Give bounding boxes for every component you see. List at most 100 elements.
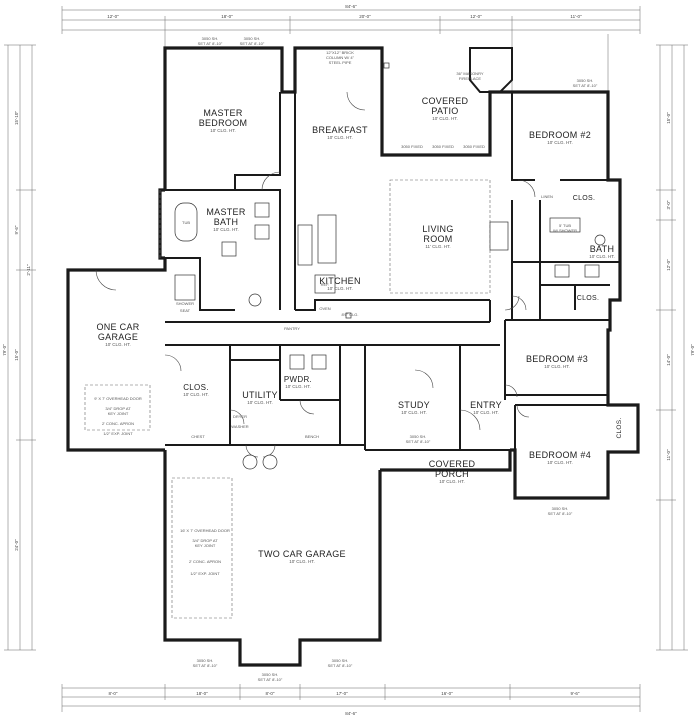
covered-porch-label-1: COVERED [429,459,476,469]
utility-ceiling: 10' CLG. HT. [247,400,273,405]
left-dim-4: 15'-0" [14,349,19,361]
hearth-icon [489,221,509,251]
garage-joint-two-note-2: KEY JOINT [195,543,216,548]
window-note-2: 3050 SH. [244,36,261,41]
right-dim-3: 12'-0" [666,259,671,271]
column-icon [383,62,390,69]
left-dim-5: 24'-0" [14,539,19,551]
powder-label: PWDR. [284,375,312,384]
closet-main-ceiling: 10' CLG. HT. [183,392,209,397]
bench-note: BENCH [305,434,319,439]
washer-note: WASHER [231,424,249,429]
covered-patio-label-2: PATIO [431,106,458,116]
bath-label: BATH [590,244,615,254]
one-car-garage-ceiling: 10' CLG. HT. [105,342,131,347]
overall-width-label: 84'-6" [345,4,357,9]
dimension-lines [4,6,688,712]
window-note-8: 3050 SH. [332,658,349,663]
bottom-dim-5: 16'-0" [441,691,453,696]
sink-icon [584,264,600,278]
toilet-icon [594,234,606,246]
two-car-garage-ceiling: 10' CLG. HT. [289,559,315,564]
toilet-icon [248,293,262,307]
bedroom2-label: BEDROOM #2 [529,130,591,140]
fixed-note-1: 3050 FIXED [401,144,423,149]
one-car-garage-label-1: ONE CAR [96,322,139,332]
shower-icon [174,274,196,301]
dimension-labels: 84'-6" 12'-0" 18'-0" 20'-0" 12'-0" 11'-0… [2,4,695,716]
washer-icon [242,454,258,470]
closet-b2-label: CLOS. [573,195,596,202]
refrigerator-icon [314,274,336,294]
breakfast-ceiling: 10' CLG. HT. [327,135,353,140]
garage-apron-note: 2' CONC. APRON [102,421,134,426]
door-swings [95,91,536,458]
toilet-icon [289,354,305,370]
entry-label: ENTRY [470,400,502,410]
top-dim-2: 18'-0" [221,14,233,19]
fireplace-note-2: FIREPLACE [459,76,482,81]
sink-icon [554,264,570,278]
covered-patio-ceiling: 10' CLG. HT. [432,116,458,121]
living-room-label-2: ROOM [423,234,452,244]
window-set-note-4: SET AT 8'-10" [406,439,431,444]
shower-note: SHOWER [176,301,194,306]
sink-icon [311,354,327,370]
bedroom3-ceiling: 10' CLG. HT. [544,364,570,369]
garage-apron-two-note: 2' CONC. APRON [189,559,221,564]
sink-icon [254,224,270,240]
window-set-note-7: SET AT 8'-10" [258,677,283,682]
left-dim-3: 2'-11" [26,264,31,276]
master-bath-label-1: MASTER [206,207,246,217]
tub-shower-note-1: 5' TUB [559,223,571,228]
right-dim-4: 14'-0" [666,354,671,366]
fixed-note-2: 3050 FIXED [432,144,454,149]
patio-column-note-2: COLUMN W/ 4" [326,55,355,60]
window-note-4: 3050 SH. [410,434,427,439]
exterior-walls [66,46,640,667]
covered-porch-ceiling: 10' CLG. HT. [439,479,465,484]
window-set-note-8: SET AT 8'-10" [328,663,353,668]
covered-patio-label-1: COVERED [422,96,469,106]
closet-hall-label: CLOS. [577,295,600,302]
left-dim-2: 9'-6" [14,225,19,234]
bar-ceiling-note: 8'6" CLG. [341,312,358,317]
overall-depth-label-right: 79'-0" [690,344,695,356]
right-dim-2: 3'-0" [666,200,671,209]
closet-b4-label: CLOS. [616,417,623,438]
garage-door-two-note: 16' X 7' OVERHEAD DOOR [180,528,230,533]
bottom-dim-6: 9'-6" [571,691,580,696]
right-dim-5: 11'-0" [666,449,671,461]
toilet-icon [221,241,237,257]
master-bedroom-label-1: MASTER [203,108,243,118]
breakfast-label: BREAKFAST [312,125,368,135]
fixtures [174,62,606,470]
window-note-5: 3050 SH. [552,506,569,511]
fridge-note: REF. [321,282,330,287]
study-ceiling: 10' CLG. HT. [401,410,427,415]
window-set-note-6: SET AT 8'-10" [193,663,218,668]
bedroom2-ceiling: 10' CLG. HT. [547,140,573,145]
master-bedroom-ceiling: 10' CLG. HT. [210,128,236,133]
top-dim-4: 12'-0" [470,14,482,19]
window-note-7: 3050 SH. [262,672,279,677]
dryer-icon [262,454,278,470]
tub-icon [174,202,198,242]
window-set-note-1: SET AT 8'-10" [198,41,223,46]
left-dim-1: 15'-10" [14,111,19,125]
master-bath-ceiling: 10' CLG. HT. [213,227,239,232]
bottom-dim-4: 17'-0" [336,691,348,696]
kitchen-island [317,214,337,264]
bath-ceiling: 10' CLG. HT. [589,254,615,259]
garage-joint-note-1: 3/4" DROP AT [105,406,131,411]
top-dim-1: 12'-0" [107,14,119,19]
patio-column-note-1: 12"X12" BRICK [326,50,354,55]
kitchen-label: KITCHEN [319,276,361,286]
room-labels: MASTER BEDROOM 10' CLG. HT. MASTER BATH … [96,96,623,564]
master-bedroom-label-2: BEDROOM [199,118,248,128]
pantry-note: PANTRY [284,326,300,331]
window-note-1: 3050 SH. [202,36,219,41]
overall-depth-label: 79'-0" [2,344,7,356]
powder-ceiling: 10' CLG. HT. [285,384,311,389]
